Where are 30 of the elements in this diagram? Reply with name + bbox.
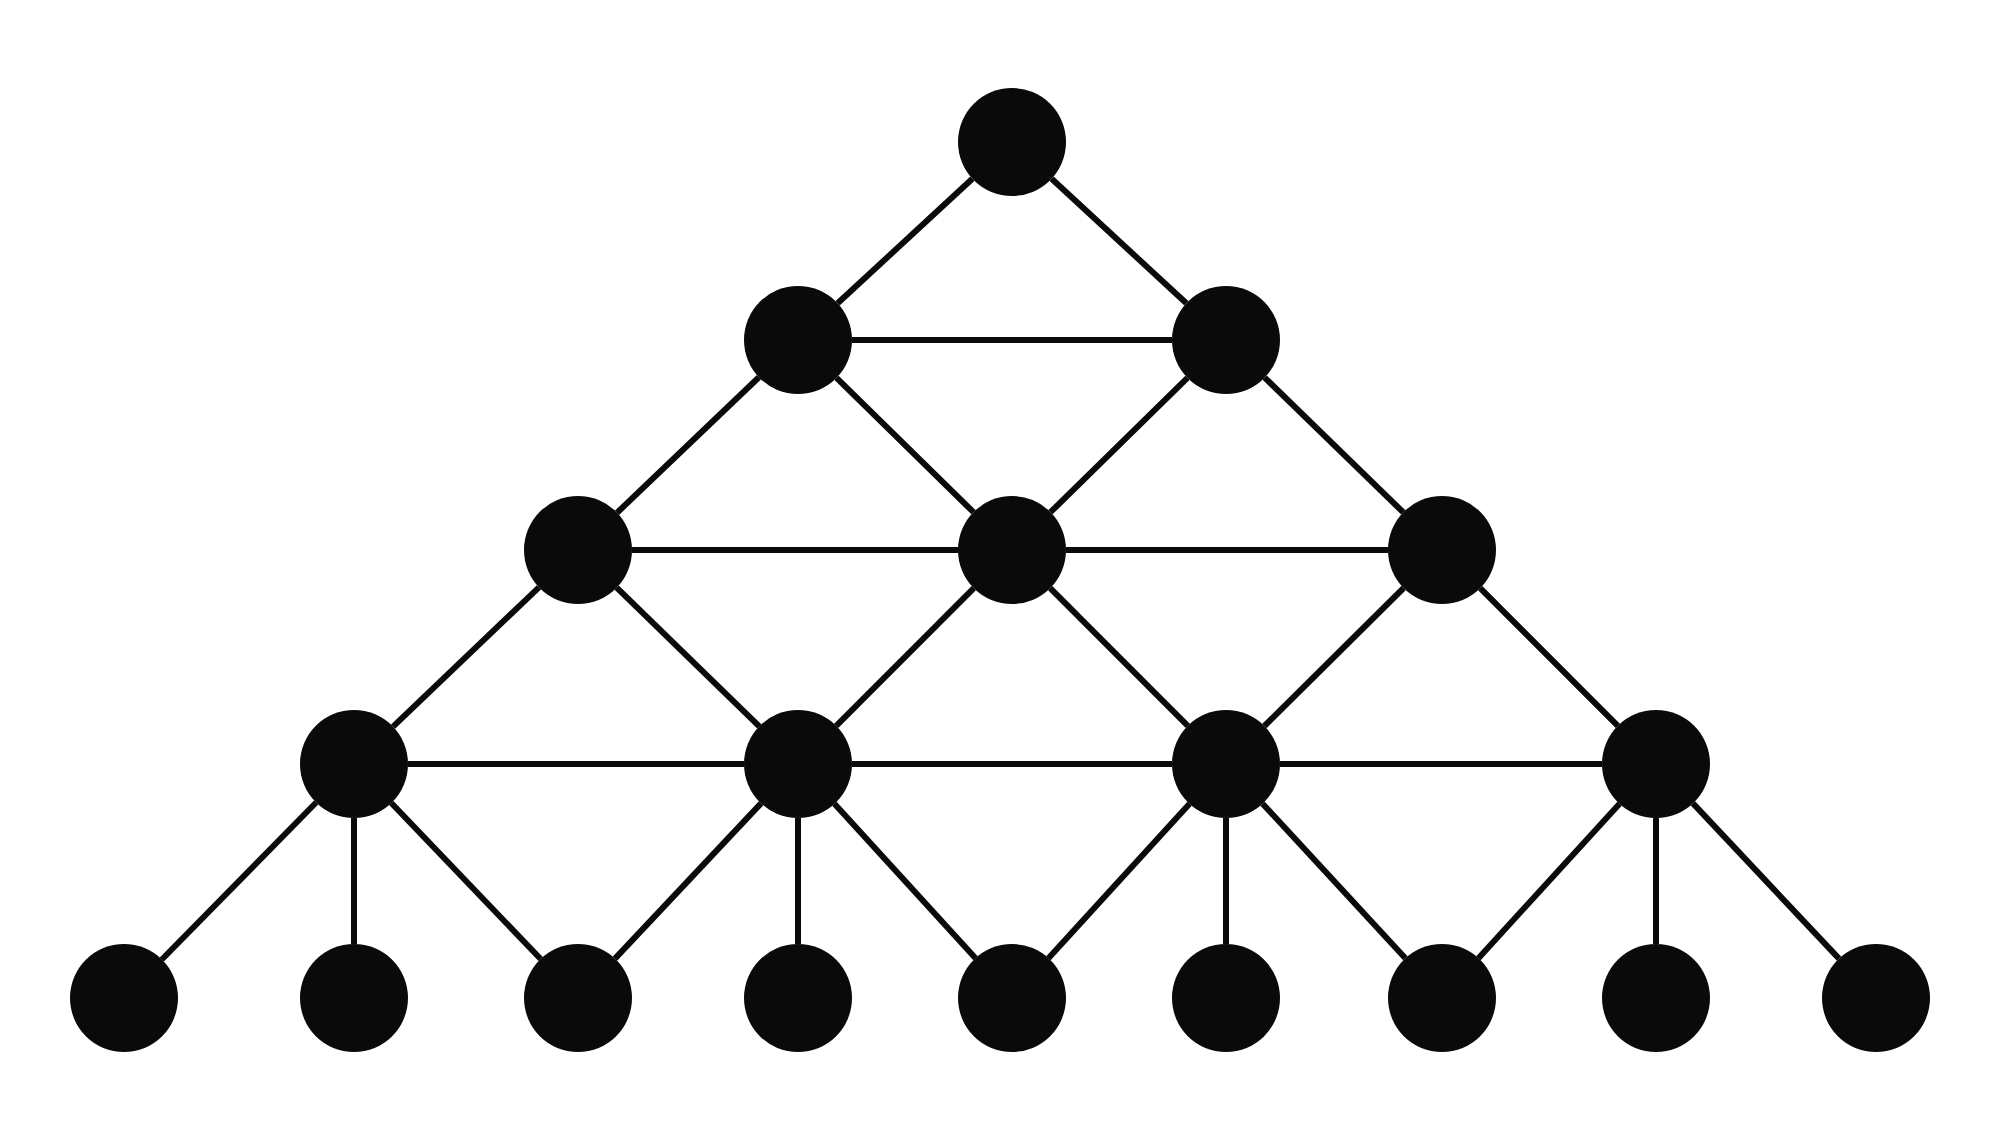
connector-line [1223,818,1229,944]
connector-line [390,585,542,729]
connector-line [389,800,543,962]
connector-line [1476,801,1622,961]
connector-line [612,801,764,961]
connector-line [1049,176,1189,306]
connector-line [351,818,357,944]
connector-line [1260,801,1408,961]
connector-line [1066,547,1388,553]
connector-line [1653,818,1659,944]
connector-line [1262,375,1406,515]
connector-line [834,375,976,515]
connector-line [852,337,1172,343]
connector-line [615,375,761,515]
connector-line [852,761,1172,767]
connector-line [795,818,801,944]
connector-line [1046,801,1192,961]
connector-line [1048,375,1190,515]
connector-line [1048,586,1190,728]
connector-line [159,800,319,962]
connector-line [832,801,978,961]
connector-line [834,586,976,728]
connector-line [614,585,762,729]
connector-line [1690,801,1842,961]
connector-line [1478,586,1620,728]
connector-line [632,547,958,553]
connector-line [1280,761,1602,767]
connector-line [408,761,744,767]
connector-line [1262,585,1406,729]
connector-line [835,176,975,306]
